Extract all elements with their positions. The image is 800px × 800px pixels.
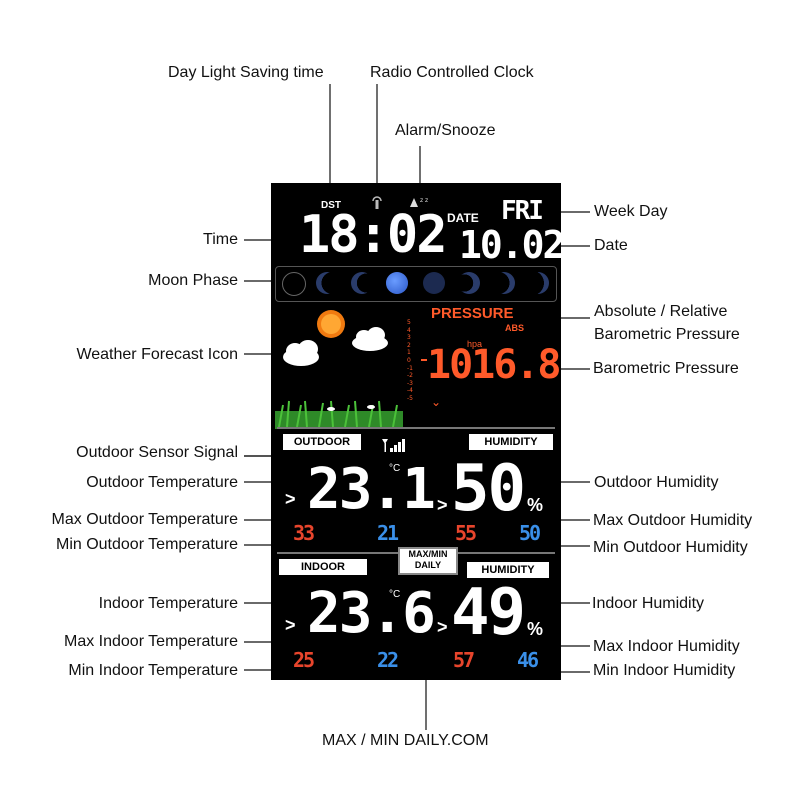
label-moon-phase: Moon Phase: [148, 272, 238, 289]
moon-quarter-icon: [351, 272, 373, 294]
pressure-scale-tick: -2: [407, 372, 413, 380]
weather-station-display: DST z z 18:02 DATE FRI 10.02: [271, 183, 561, 680]
moon-old-crescent-icon: [527, 272, 549, 294]
indoor-humidity-max: 57: [453, 648, 475, 672]
label-max-indoor-temperature: Max Indoor Temperature: [63, 633, 238, 650]
svg-text:z z: z z: [420, 197, 428, 204]
outdoor-humidity-min: 50: [519, 521, 541, 545]
indoor-humidity-unit: %: [527, 619, 544, 639]
alarm-snooze-icon: z z: [408, 195, 432, 214]
dst-indicator: DST: [321, 200, 341, 211]
pressure-scale-tick: 0: [407, 356, 411, 364]
radio-signal-icon: [371, 195, 383, 214]
pressure-scale-tick: 3: [407, 334, 411, 342]
label-indoor-temperature: Indoor Temperature: [98, 595, 238, 612]
label-outdoor-humidity: Outdoor Humidity: [594, 474, 719, 491]
label-forecast-icon: Weather Forecast Icon: [76, 346, 238, 363]
pressure-scale-tick: 2: [407, 341, 411, 349]
label-abs-rel-line1: Absolute / Relative: [594, 303, 728, 320]
label-barometric-pressure: Barometric Pressure: [593, 360, 739, 377]
label-outdoor-signal: Outdoor Sensor Signal: [76, 444, 238, 461]
label-abs-rel-line2: Barometric Pressure: [594, 326, 740, 343]
outdoor-temp-unit: °C: [389, 463, 401, 474]
outdoor-temp-arrow-icon: >: [285, 489, 296, 509]
moon-crescent-icon: [316, 272, 338, 294]
max-min-line1: MAX/MIN: [408, 549, 448, 559]
outdoor-temperature: 23.1: [307, 457, 436, 522]
outdoor-humidity-tag: HUMIDITY: [469, 434, 553, 450]
indoor-humidity-min: 46: [517, 648, 539, 672]
indoor-temperature: 23.6: [307, 581, 436, 646]
indoor-temp-max: 25: [293, 648, 315, 672]
indoor-temp-arrow-icon: >: [285, 615, 296, 635]
label-time: Time: [203, 231, 238, 248]
pressure-scale-tick: -5: [407, 394, 413, 402]
label-min-indoor-temperature: Min Indoor Temperature: [68, 662, 238, 679]
label-min-outdoor-temperature: Min Outdoor Temperature: [55, 536, 238, 553]
label-outdoor-temperature: Outdoor Temperature: [86, 474, 238, 491]
pressure-scale-tick: 5: [407, 319, 411, 326]
pressure-scale-tick: -4: [407, 387, 413, 395]
pressure-scale-tick: -3: [407, 379, 413, 387]
pressure-scale-tick: -1: [407, 364, 413, 372]
date-label: DATE: [447, 211, 479, 225]
label-radio-clock: Radio Controlled Clock: [370, 64, 534, 81]
label-week-day: Week Day: [594, 203, 668, 220]
weekday-display: FRI: [501, 196, 544, 226]
indoor-humidity: 49: [451, 576, 526, 650]
label-min-indoor-humidity: Min Indoor Humidity: [593, 662, 736, 679]
moon-waning-crescent-icon: [493, 272, 515, 294]
moon-phase-bar: [275, 266, 557, 302]
moon-waning-gibbous-icon: [423, 272, 445, 294]
indoor-temp-unit: °C: [389, 589, 401, 600]
pressure-trend-arrow-icon: ⌄: [431, 395, 442, 409]
label-alarm-snooze: Alarm/Snooze: [395, 122, 496, 139]
outdoor-hum-arrow-icon: >: [437, 495, 448, 515]
indoor-tag: INDOOR: [279, 559, 367, 575]
date-display: 10.02: [459, 223, 561, 267]
pressure-unit: hpa: [467, 339, 483, 349]
label-max-min-daily: MAX / MIN DAILY.COM: [322, 732, 489, 749]
indoor-temp-min: 22: [377, 648, 399, 672]
label-max-outdoor-temperature: Max Outdoor Temperature: [51, 511, 238, 528]
indoor-humidity-tag: HUMIDITY: [467, 562, 549, 578]
label-date: Date: [594, 237, 628, 254]
pressure-minus-dash: [421, 359, 427, 361]
pressure-value: 1016.8: [427, 342, 561, 388]
max-min-line2: DAILY: [414, 560, 442, 570]
outdoor-humidity-unit: %: [527, 495, 544, 515]
abs-rel-indicator: ABS: [505, 323, 525, 333]
max-min-daily-button[interactable]: MAX/MIN DAILY: [398, 547, 458, 575]
label-dst: Day Light Saving time: [168, 64, 324, 81]
time-display: 18:02: [299, 205, 448, 265]
pressure-scale-tick: 4: [407, 326, 411, 334]
divider-top: [277, 427, 555, 429]
outdoor-humidity: 50: [451, 452, 526, 526]
outdoor-temp-max: 33: [293, 521, 315, 545]
outdoor-humidity-max: 55: [455, 521, 477, 545]
moon-new-icon: [282, 272, 306, 296]
label-max-outdoor-humidity: Max Outdoor Humidity: [593, 512, 753, 529]
label-min-outdoor-humidity: Min Outdoor Humidity: [593, 539, 748, 556]
outdoor-tag: OUTDOOR: [283, 434, 361, 450]
outdoor-temp-min: 21: [377, 521, 399, 545]
pressure-title: PRESSURE: [431, 305, 514, 322]
moon-full-icon: [386, 272, 408, 294]
indoor-hum-arrow-icon: >: [437, 617, 448, 637]
pressure-scale-tick: 1: [407, 349, 411, 357]
outdoor-signal-icon: [381, 437, 407, 458]
label-max-indoor-humidity: Max Indoor Humidity: [593, 638, 740, 655]
moon-last-quarter-icon: [458, 272, 480, 294]
weather-forecast-icon: [275, 305, 403, 434]
label-indoor-humidity: Indoor Humidity: [592, 595, 705, 612]
